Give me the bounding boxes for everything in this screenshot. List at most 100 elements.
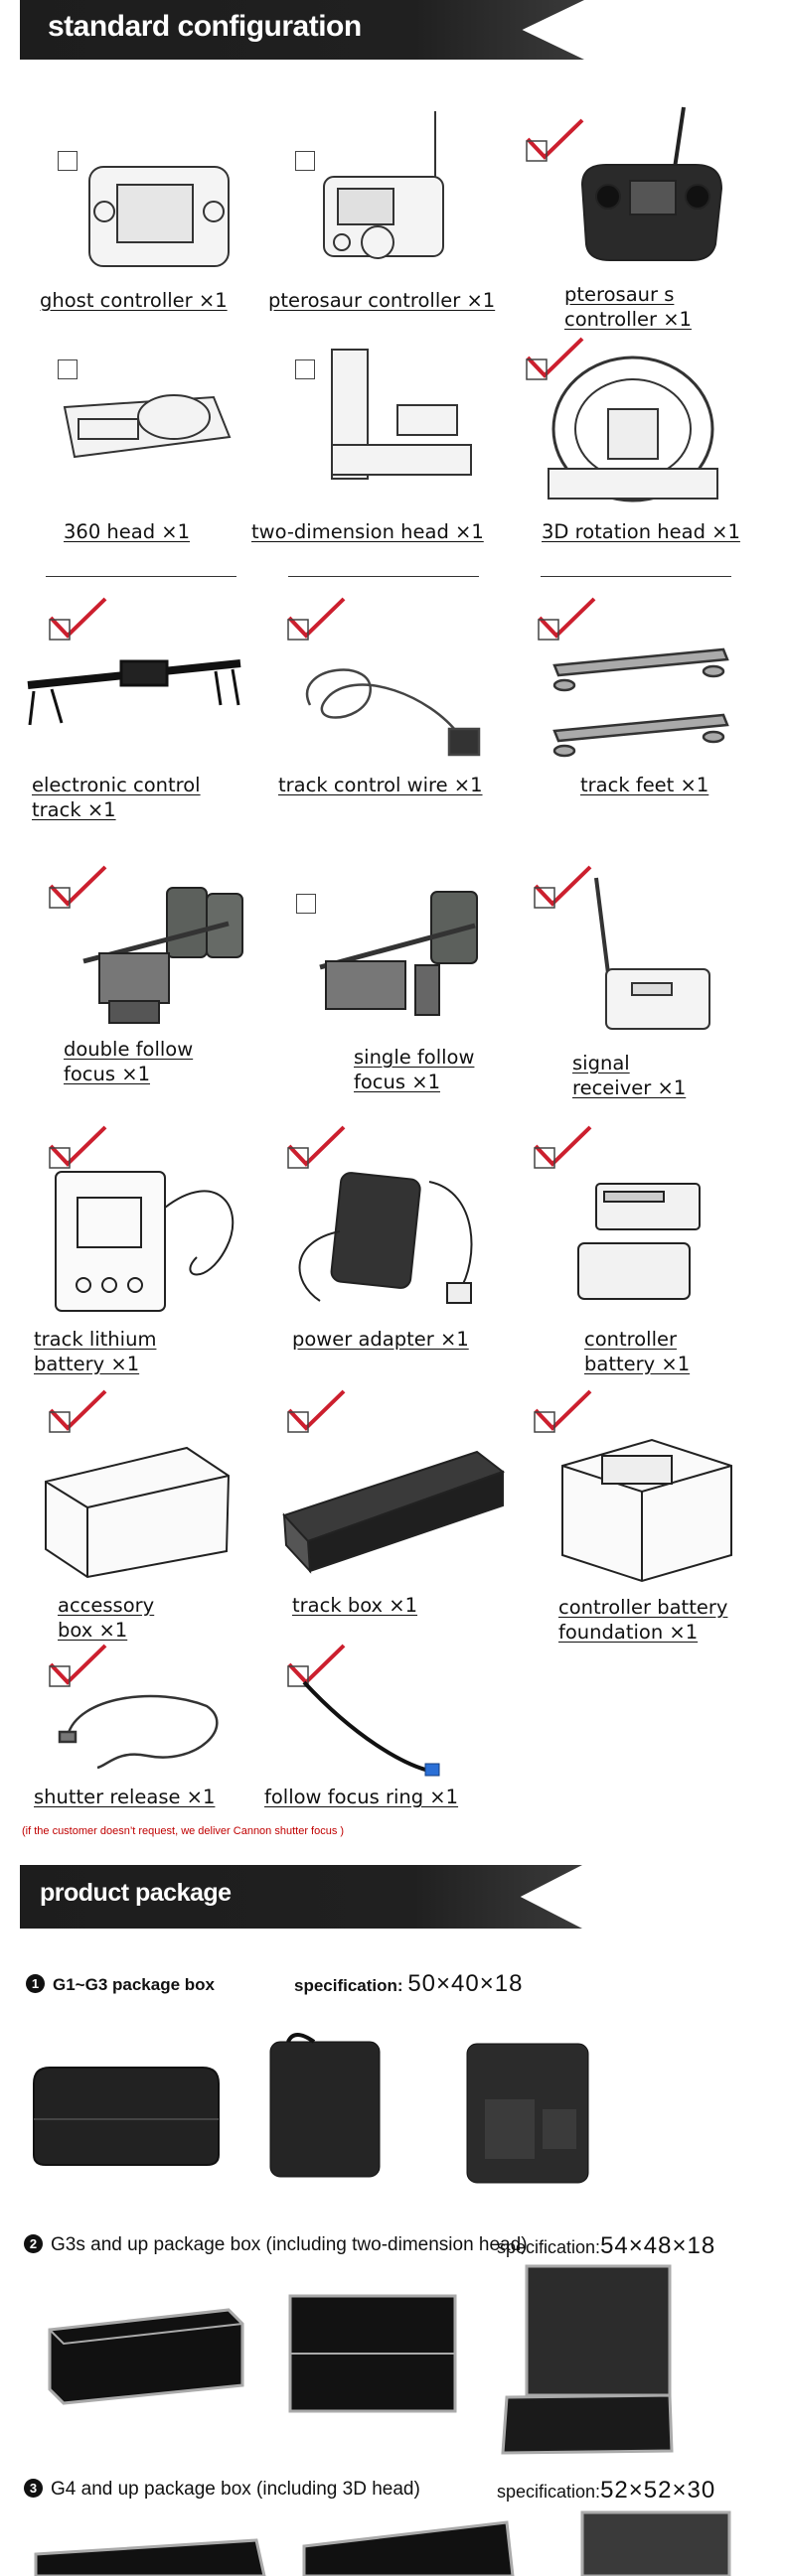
divider [541, 576, 731, 577]
item-label: pterosaur controller ×1 [268, 289, 496, 312]
section-title: product package [40, 1879, 232, 1907]
g3s-case-closed-image [48, 2308, 244, 2405]
checkmark-icon [49, 865, 107, 909]
package-name: G1~G3 package box [53, 1975, 215, 1994]
item-label-line1: electronic control [32, 774, 201, 796]
number-badge: 3 [24, 2479, 43, 2498]
item-label-line2: receiver ×1 [572, 1076, 687, 1099]
double-follow-focus-image [82, 887, 243, 1024]
item-label: track feet ×1 [580, 774, 709, 796]
item-label-line1: double follow [64, 1038, 194, 1061]
item-label: track control wire ×1 [278, 774, 483, 796]
item-label-line1: controller battery [558, 1596, 728, 1619]
checkmark-icon [49, 1644, 107, 1687]
g3s-case-standing-image [288, 2294, 457, 2413]
item-label-line2: track ×1 [32, 798, 116, 821]
item-label-line1: controller [584, 1328, 678, 1351]
spec-label: specification: [497, 2237, 601, 2257]
360-head-image [63, 394, 232, 459]
item-label: 3D rotation head ×1 [542, 520, 740, 543]
number-badge: 2 [24, 2234, 43, 2253]
item-label: power adapter ×1 [292, 1328, 469, 1351]
package-spec: specification:54×48×18 [497, 2232, 715, 2260]
checkbox-unchecked [295, 151, 315, 171]
accessory-box-image [45, 1446, 231, 1579]
spec-value: 54×48×18 [600, 2232, 716, 2259]
item-label-line1: pterosaur s [564, 283, 675, 306]
item-label-line1: accessory [58, 1594, 155, 1617]
divider [46, 576, 236, 577]
checkmark-icon [526, 337, 584, 380]
item-label-line1: signal [572, 1052, 630, 1074]
section-title: standard configuration [48, 10, 362, 43]
number-badge: 1 [26, 1974, 45, 1993]
package-name: G3s and up package box (including two-di… [51, 2234, 528, 2255]
controller-battery-foundation-image [561, 1438, 732, 1583]
checkmark-icon [526, 118, 584, 162]
checkmark-icon [287, 597, 346, 641]
follow-focus-ring-image [302, 1680, 440, 1777]
pterosaur-controller-image [323, 111, 444, 259]
checkbox-unchecked [58, 151, 78, 171]
3d-rotation-head-image [548, 356, 718, 502]
g1-case-open-image [466, 2043, 589, 2184]
package-title: 3 G4 and up package box (including 3D hea… [24, 2479, 420, 2501]
g4-case-middle-image [302, 2520, 515, 2576]
item-label: follow focus ring ×1 [264, 1786, 459, 1808]
track-feet-image [552, 647, 729, 758]
checkmark-icon [534, 865, 592, 909]
checkmark-icon [49, 597, 107, 641]
checkmark-icon [49, 1389, 107, 1433]
item-label: two-dimension head ×1 [251, 520, 484, 543]
shutter-release-image [58, 1694, 219, 1770]
ghost-controller-image [88, 166, 230, 267]
g1-case-standing-image [269, 2033, 381, 2178]
item-label: track box ×1 [292, 1594, 418, 1617]
checkmark-icon [534, 1125, 592, 1169]
section-banner-package: product package [20, 1865, 582, 1929]
g4-case-open-image [580, 2510, 731, 2576]
footnote: (if the customer doesn’t request, we del… [22, 1825, 345, 1837]
checkmark-icon [534, 1389, 592, 1433]
single-follow-focus-image [319, 891, 478, 1016]
item-label-line2: focus ×1 [354, 1071, 440, 1093]
item-label-line2: foundation ×1 [558, 1621, 699, 1644]
item-label-line2: box ×1 [58, 1619, 128, 1642]
spec-value: 52×52×30 [600, 2477, 716, 2504]
checkbox-unchecked [58, 359, 78, 379]
checkmark-icon [49, 1125, 107, 1169]
item-label-line2: controller ×1 [564, 308, 692, 331]
g4-case-left-image [34, 2538, 266, 2576]
package-spec: specification:52×52×30 [497, 2477, 715, 2504]
item-label-line2: focus ×1 [64, 1063, 150, 1085]
controller-battery-image [577, 1183, 701, 1300]
checkbox-unchecked [295, 359, 315, 379]
spec-label: specification: [497, 2482, 601, 2502]
section-banner-standard: standard configuration [20, 0, 584, 60]
item-label: ghost controller ×1 [40, 289, 228, 312]
track-control-wire-image [306, 668, 481, 757]
item-label-line2: battery ×1 [584, 1353, 691, 1375]
electronic-track-image [27, 659, 241, 726]
item-label-line1: single follow [354, 1046, 475, 1069]
package-title: 2 G3s and up package box (including two-d… [24, 2234, 528, 2256]
track-box-image [282, 1450, 506, 1574]
checkmark-icon [538, 597, 596, 641]
item-label-line2: battery ×1 [34, 1353, 140, 1375]
package-name: G4 and up package box (including 3D head… [51, 2479, 420, 2500]
track-lithium-battery-image [55, 1171, 235, 1312]
pterosaur-s-controller-image [580, 106, 723, 261]
package-spec: specification: 50×40×18 [294, 1970, 523, 1998]
item-label: shutter release ×1 [34, 1786, 216, 1808]
divider [288, 576, 479, 577]
package-title: 1 G1~G3 package box [26, 1974, 215, 1995]
two-dimension-head-image [331, 349, 472, 480]
spec-value: 50×40×18 [407, 1970, 524, 1997]
checkbox-unchecked [296, 894, 316, 914]
power-adapter-image [298, 1172, 473, 1304]
g3s-case-open-image [501, 2264, 674, 2455]
g1-case-closed-image [33, 2067, 220, 2166]
checkmark-icon [287, 1125, 346, 1169]
item-label: 360 head ×1 [64, 520, 191, 543]
checkmark-icon [287, 1389, 346, 1433]
